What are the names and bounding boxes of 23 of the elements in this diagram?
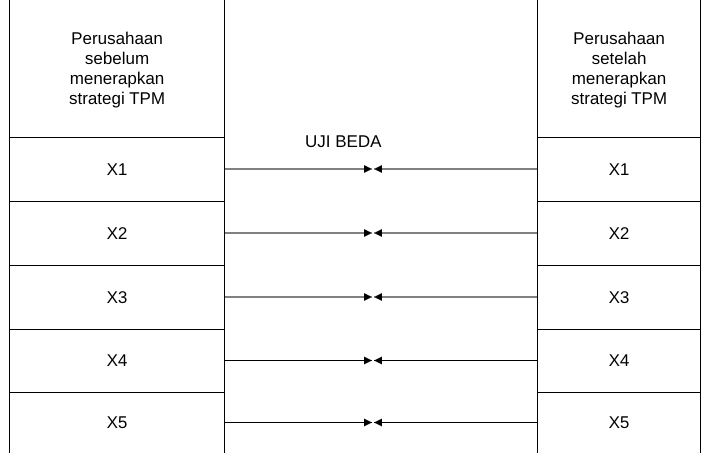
header-cell: Perusahaan sebelum menerapkan strategi TPM [9,0,225,137]
table-cell: X5 [537,392,701,453]
label: UJI BEDA [305,132,382,152]
arrow [374,293,538,301]
arrow [224,356,372,364]
arrow [374,229,538,237]
table-cell: X1 [537,137,701,201]
table-cell: X5 [9,392,225,453]
arrow [224,418,372,426]
table-cell: X2 [9,201,225,265]
table-cell: X4 [537,329,701,392]
table-cell: X4 [9,329,225,392]
arrow [224,229,372,237]
arrow [374,418,538,426]
table-cell: X1 [9,137,225,201]
arrow [224,165,372,173]
table-cell: X3 [9,265,225,329]
arrow [374,356,538,364]
table-cell: X3 [537,265,701,329]
arrow [224,293,372,301]
table-cell: X2 [537,201,701,265]
arrow [374,165,538,173]
header-cell: Perusahaan setelah menerapkan strategi TPM [537,0,701,137]
